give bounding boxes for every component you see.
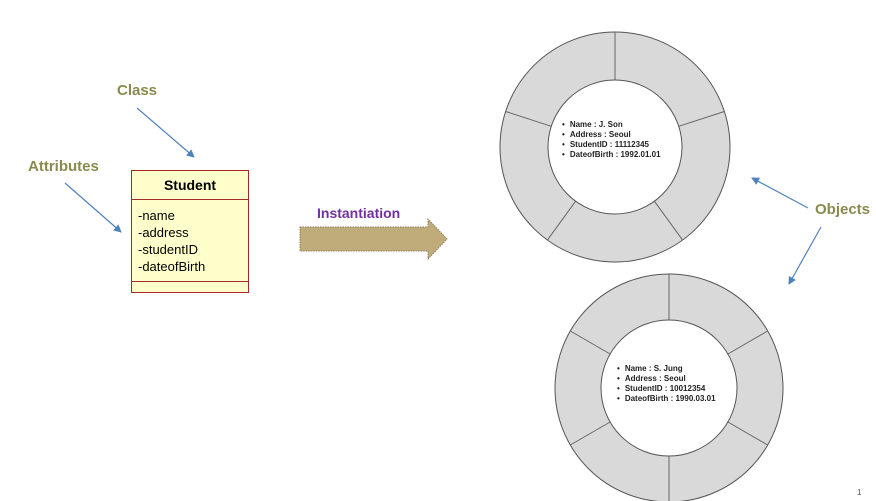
ring-segment-divider [727, 421, 768, 446]
object-ring-2 [554, 273, 784, 501]
ring-segment-divider [505, 110, 552, 127]
ring-segment-divider [678, 110, 725, 127]
page-number: 1 [857, 488, 862, 497]
uml-attribute: -address [138, 225, 189, 240]
attributes-pointer-arrow [64, 182, 122, 233]
uml-class-name: Student [132, 171, 248, 200]
uml-class-box: Student -name -address -studentID -dateo… [131, 170, 249, 293]
class-pointer-arrow [136, 107, 195, 158]
object-2-attribute: Address : Seoul [617, 374, 716, 384]
uml-attribute: -studentID [138, 242, 198, 257]
attributes-label: Attributes [28, 158, 99, 175]
instantiation-arrow [299, 217, 448, 261]
ring-segment-divider [653, 200, 683, 241]
class-label: Class [117, 82, 158, 99]
object-2-attribute: Name : S. Jung [617, 364, 716, 374]
object-2-attribute-list: Name : S. Jung Address : Seoul StudentID… [617, 364, 716, 404]
object-1-attribute: DateofBirth : 1992.01.01 [562, 150, 661, 160]
object-1-attribute-list: Name : J. Son Address : Seoul StudentID … [562, 120, 661, 160]
ring-segment-divider [570, 421, 611, 446]
objects-pointer-arrow-lower [788, 226, 822, 285]
uml-attribute: -dateofBirth [138, 259, 206, 274]
object-1-attribute: StudentID : 11112345 [562, 140, 661, 150]
object-2-attribute: StudentID : 10012354 [617, 384, 716, 394]
uml-methods-compartment [132, 282, 248, 292]
object-1-attribute: Name : J. Son [562, 120, 661, 130]
objects-label: Objects [815, 201, 871, 218]
instantiation-label: Instantiation [317, 205, 401, 221]
object-1-attribute: Address : Seoul [562, 130, 661, 140]
objects-pointer-arrow-upper [751, 177, 809, 209]
ring-segment-divider [547, 200, 577, 241]
object-2-attribute: DateofBirth : 1990.03.01 [617, 394, 716, 404]
ring-segment-divider [727, 330, 768, 355]
uml-attributes-compartment: -name -address -studentID -dateofBirth [132, 200, 248, 282]
uml-attribute: -name [138, 208, 175, 223]
ring-segment-divider [570, 330, 611, 355]
